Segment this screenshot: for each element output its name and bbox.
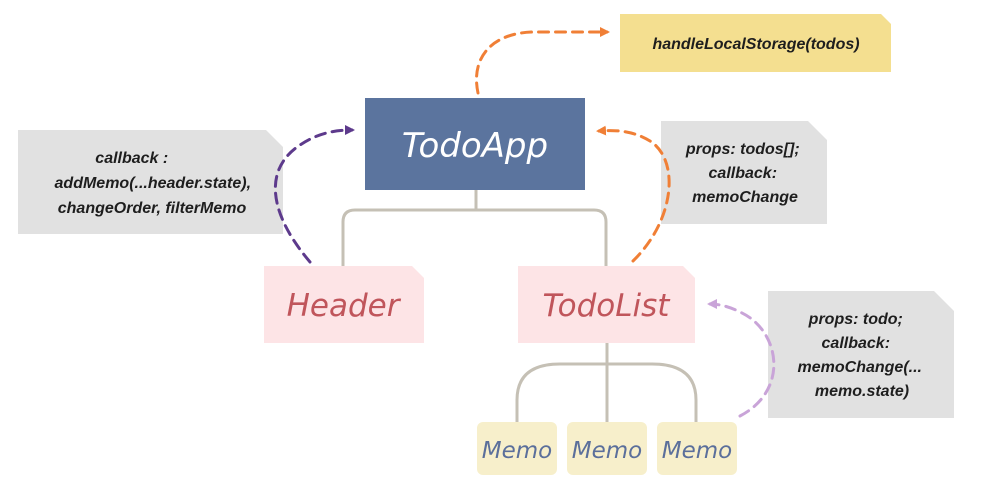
- memo-props-note-line: props: todo;: [808, 311, 903, 328]
- header-callback-note: callback : addMemo(...header.state), cha…: [18, 130, 283, 234]
- todoapp-branch-line: [341, 208, 608, 266]
- storage-note-line: handleLocalStorage(todos): [652, 36, 859, 53]
- svg-text:props: todo; callback:: props: todo; callback: memoChange(... me…: [798, 311, 927, 400]
- tree-connectors: [341, 190, 698, 422]
- todoapp-to-storage-arrow: [475, 27, 610, 95]
- todolist-label: TodoList: [543, 288, 672, 324]
- memo-todolist-arrow: [707, 299, 776, 418]
- memo-props-note-line: memo.state): [815, 383, 909, 400]
- todoapp-props-note: props: todos[]; callback: memoChange: [661, 121, 827, 224]
- memo-props-note-line: memoChange(...: [798, 359, 922, 376]
- header-callback-note-line: changeOrder, filterMemo: [58, 200, 247, 217]
- storage-note: handleLocalStorage(todos): [620, 14, 891, 72]
- svg-text:props: todos[]; callback: props: todos[]; callback: memoChange: [685, 141, 804, 206]
- header-callback-note-line: callback :: [95, 150, 168, 167]
- todoapp-label: TodoApp: [402, 126, 548, 166]
- svg-text:handleLocalStorage(todos): handleLocalStorage(todos): [652, 36, 859, 53]
- todoapp-props-note-line: memoChange: [692, 189, 798, 206]
- header-node: Header: [264, 266, 424, 343]
- memo-node: Memo: [567, 422, 647, 475]
- todoapp-node: TodoApp: [365, 98, 585, 190]
- memo-props-note-line: callback:: [822, 335, 890, 352]
- memo-node: Memo: [657, 422, 737, 475]
- memo-props-note: props: todo; callback: memoChange(... me…: [768, 291, 954, 418]
- memo-label: Memo: [572, 438, 642, 464]
- todoapp-props-note-line: props: todos[];: [685, 141, 800, 158]
- todolist-to-todoapp-arrow: [596, 125, 671, 263]
- header-to-todoapp-arrow: [273, 125, 355, 264]
- memo-label: Memo: [662, 438, 732, 464]
- header-callback-note-line: addMemo(...header.state),: [55, 175, 252, 192]
- memo-label: Memo: [482, 438, 552, 464]
- todolist-node: TodoList: [518, 266, 695, 343]
- memo-node: Memo: [477, 422, 557, 475]
- svg-text:callback : addMemo(...he: callback : addMemo(...header.state), cha…: [55, 150, 256, 217]
- header-label: Header: [287, 288, 402, 324]
- todolist-branch-line: [515, 362, 698, 422]
- todoapp-props-note-line: callback:: [709, 165, 777, 182]
